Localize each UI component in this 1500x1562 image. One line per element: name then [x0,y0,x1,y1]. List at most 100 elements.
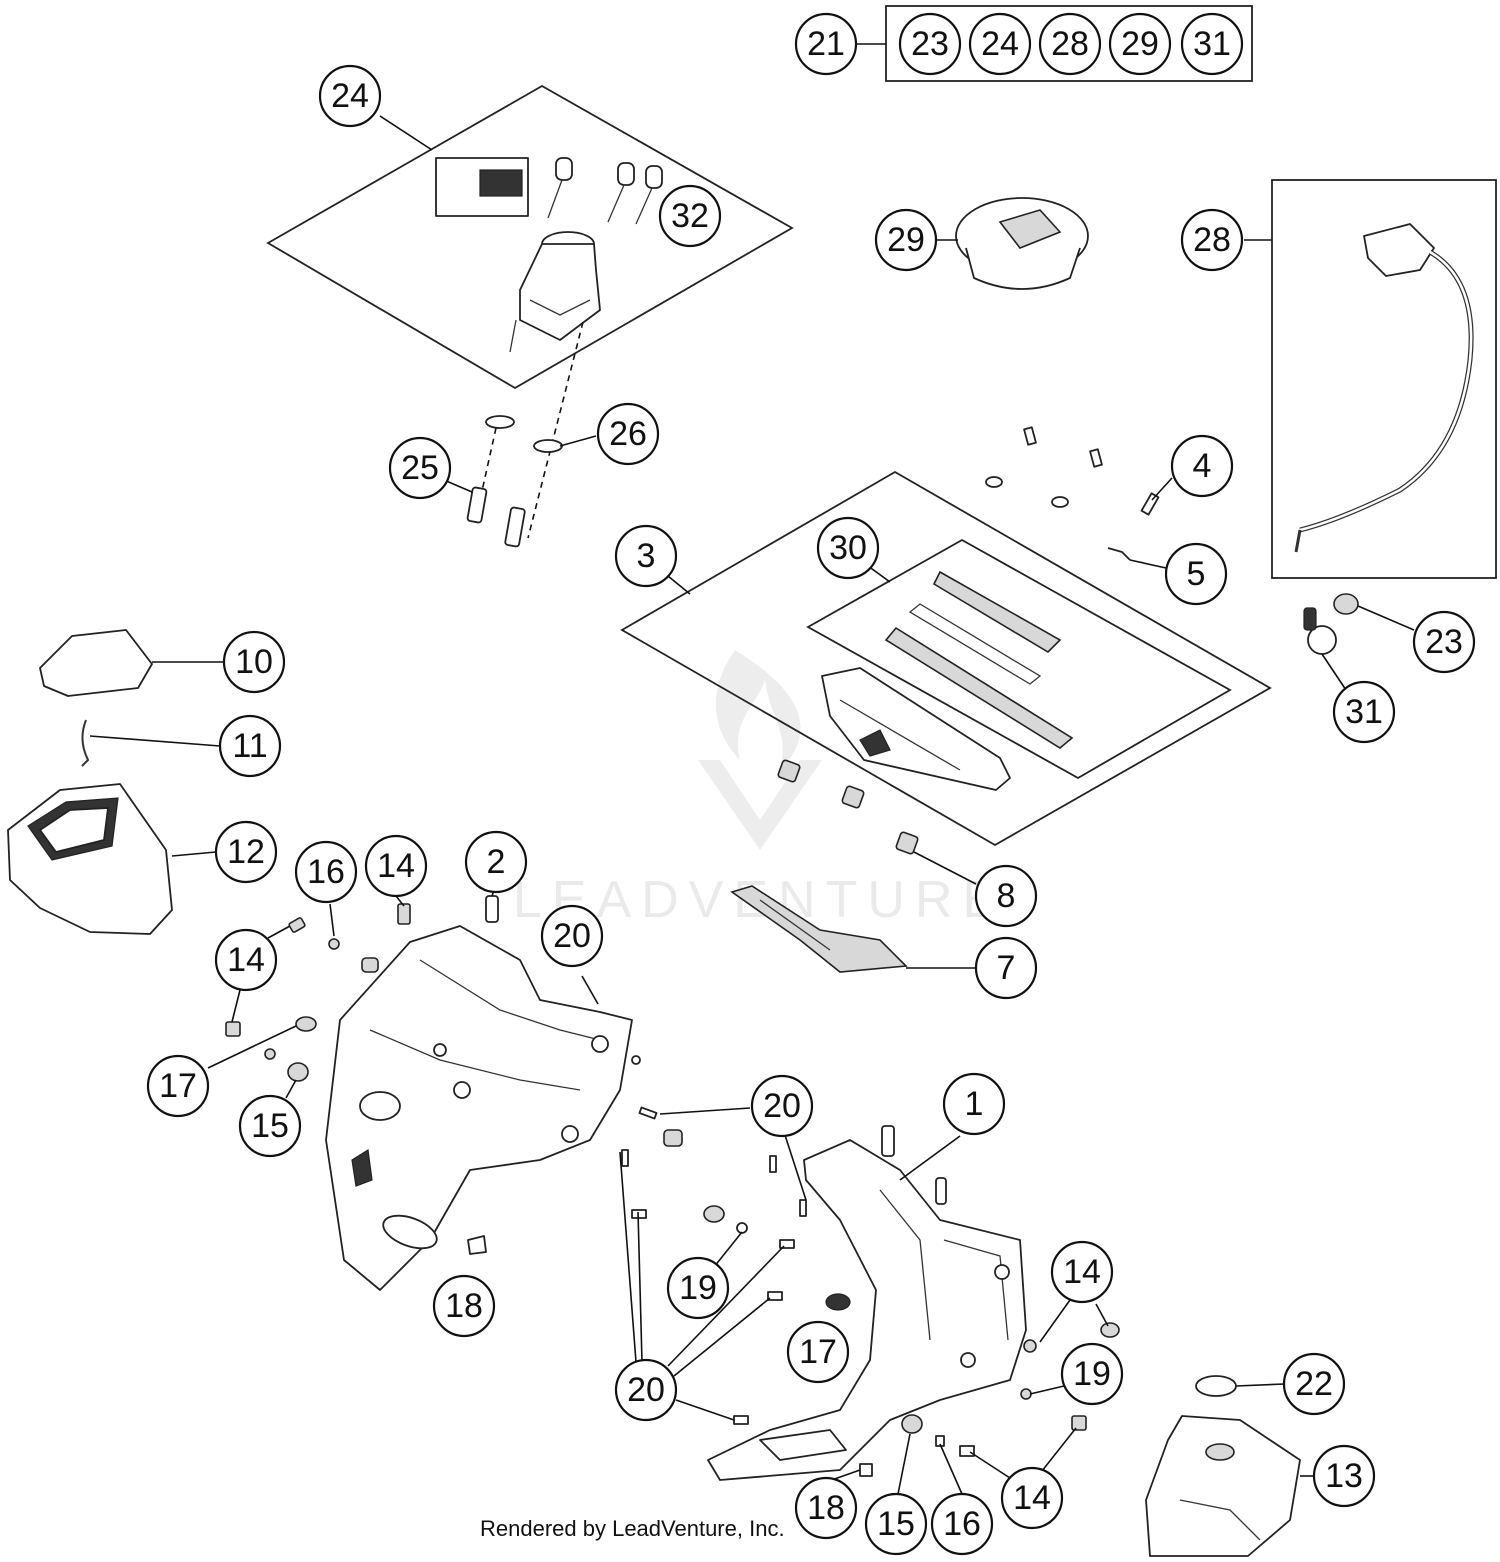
callout-29: 29 [874,208,938,272]
spring-clip [81,719,221,767]
svg-text:11: 11 [232,727,267,765]
svg-text:19: 19 [1073,1355,1111,1393]
svg-text:16: 16 [943,1505,981,1543]
main-bracket-2 [325,883,633,1291]
svg-text:29: 29 [1121,25,1159,63]
svg-text:21: 21 [807,25,845,63]
svg-text:23: 23 [911,25,949,63]
svg-text:18: 18 [445,1287,483,1325]
svg-text:20: 20 [627,1371,665,1409]
svg-text:17: 17 [799,1333,837,1371]
svg-text:23: 23 [1425,623,1463,661]
svg-text:24: 24 [981,25,1019,63]
callout-26: 26 [596,402,660,466]
callout-12: 12 [214,820,278,884]
svg-text:26: 26 [609,415,647,453]
kit-group-21 [856,5,1253,82]
callout-15-left: 15 [238,1094,302,1158]
callout-18-right: 18 [794,1476,858,1540]
svg-text:29: 29 [887,221,925,259]
callout-1: 1 [942,1072,1006,1136]
svg-text:14: 14 [1013,1479,1051,1517]
callout-4: 4 [1170,434,1234,498]
callout-kit-28: 28 [1038,12,1102,76]
callout-kit-24: 24 [968,12,1032,76]
side-cover-right [1145,1375,1314,1557]
frame-hardware-right [619,1106,1120,1495]
callout-16-upper: 16 [294,840,358,904]
svg-text:18: 18 [807,1489,845,1527]
svg-text:28: 28 [1051,25,1089,63]
callout-14-lower: 14 [1000,1466,1064,1530]
svg-text:14: 14 [377,847,415,885]
ignition-kit-outline [266,84,794,390]
svg-text:17: 17 [159,1067,197,1105]
callout-32: 32 [658,184,722,248]
callouts: 21 23 24 28 29 31 24 32 29 28 25 26 4 5 … [146,12,1476,1556]
callout-19-left: 19 [666,1256,730,1320]
svg-text:5: 5 [1187,555,1206,593]
callout-13: 13 [1312,1444,1376,1508]
svg-text:10: 10 [235,643,273,681]
callout-20-lower: 20 [614,1358,678,1422]
svg-text:28: 28 [1193,221,1231,259]
callout-31: 31 [1332,680,1396,744]
callout-17-left: 17 [146,1054,210,1118]
instrument-cover [7,783,217,935]
callout-3: 3 [614,524,678,588]
callout-30: 30 [816,516,880,580]
callout-24: 24 [318,64,382,128]
left-cover [39,629,224,697]
svg-text:3: 3 [637,537,656,575]
callout-14-upper: 14 [364,834,428,898]
callout-10: 10 [222,630,286,694]
callout-14-right: 14 [1050,1240,1114,1304]
callout-20-middle: 20 [750,1074,814,1138]
callout-17-right: 17 [786,1320,850,1384]
svg-text:14: 14 [227,941,265,979]
callout-kit-29: 29 [1108,12,1172,76]
callout-kit-31: 31 [1180,12,1244,76]
callout-19-right: 19 [1060,1342,1124,1406]
svg-text:12: 12 [227,833,265,871]
callout-kit-23: 23 [898,12,962,76]
svg-text:1: 1 [965,1085,984,1123]
svg-text:15: 15 [251,1107,289,1145]
callout-28: 28 [1180,208,1244,272]
callout-15-right: 15 [864,1492,928,1556]
callout-16-lower: 16 [930,1492,994,1556]
svg-text:24: 24 [331,77,369,115]
cable-kit-box [1271,179,1497,579]
svg-text:30: 30 [829,529,867,567]
svg-text:19: 19 [679,1269,717,1307]
lock-screws [443,415,597,548]
tank-base-plate [730,885,976,973]
svg-text:2: 2 [487,843,506,881]
key-icon [547,157,663,225]
svg-text:31: 31 [1345,693,1383,731]
watermark: LEADVENTURE [513,650,997,929]
release-cable-kit [1244,179,1497,579]
svg-text:32: 32 [671,197,709,235]
rubber-bushings [777,759,977,885]
render-credit: Rendered by LeadVenture, Inc. [480,1516,785,1541]
lock-cylinder-parts [1303,593,1415,691]
svg-text:31: 31 [1193,25,1231,63]
svg-text:16: 16 [307,853,345,891]
callout-18-left: 18 [432,1274,496,1338]
main-bracket-1 [707,1125,1027,1481]
svg-text:7: 7 [997,949,1016,987]
callout-20-upper: 20 [540,904,604,968]
ignition-lock-kit [266,84,794,539]
svg-text:8: 8 [997,877,1016,915]
ignition-lock-cylinder [509,231,601,539]
svg-text:22: 22 [1295,1365,1333,1403]
frame-hardware-left [207,895,641,1255]
fuel-cap [936,197,1089,290]
svg-text:20: 20 [763,1087,801,1125]
callout-8: 8 [974,864,1038,928]
tank-cover-kit [620,470,1272,847]
gasket-kit-outline [806,538,1232,780]
svg-text:20: 20 [553,917,591,955]
